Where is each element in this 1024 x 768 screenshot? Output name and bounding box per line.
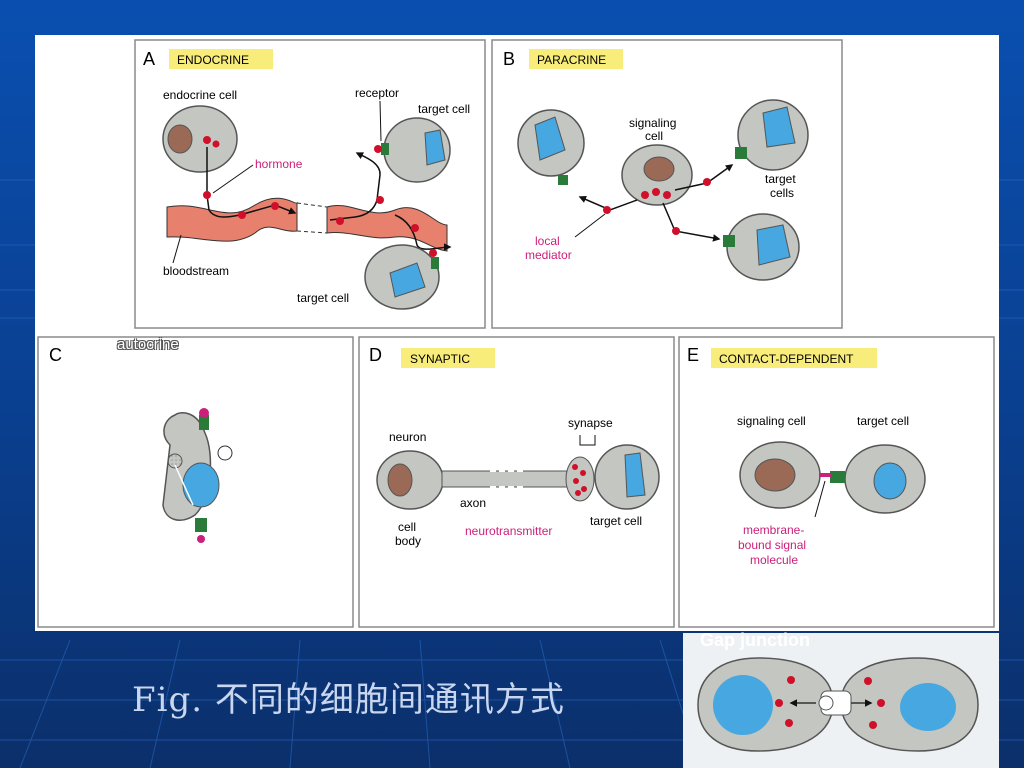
label-cell-body-2: body [395,534,421,548]
autocrine-cell [162,408,233,543]
label-local-mediator-2: mediator [525,248,572,262]
label-cell-body-1: cell [398,520,416,534]
contact-target-cell [819,444,926,514]
label-signaling-cell-2: cell [645,129,663,143]
panel-b-paracrine: B PARACRINE signaling cell target c [491,39,843,329]
panel-a-title: ENDOCRINE [177,53,249,67]
label-endocrine-cell: endocrine cell [163,88,237,102]
label-membrane-1: membrane- [743,523,804,537]
paracrine-target-top-right [735,99,809,171]
contact-signaling-cell [739,441,821,509]
figure-caption: Fig. 不同的细胞间通讯方式 [132,680,565,720]
label-neurotransmitter: neurotransmitter [465,524,552,538]
label-local-mediator-1: local [535,234,560,248]
panel-a-title-highlight [169,49,273,69]
panel-e-title: CONTACT-DEPENDENT [719,352,854,366]
target-cell-bottom [364,244,440,310]
label-membrane-3: molecule [750,553,798,567]
gap-junction-diagram [697,657,979,752]
cell-signaling-figure: A ENDOCRINE endocrine cell bloodstream [37,39,995,628]
label-receptor: receptor [355,86,399,100]
panel-a-letter: A [143,49,155,69]
label-bloodstream: bloodstream [163,264,229,278]
label-neuron: neuron [389,430,426,444]
label-contact-target-cell: target cell [857,414,909,428]
signaling-cell [621,144,693,206]
panel-d-letter: D [369,345,382,365]
panel-d-title: SYNAPTIC [410,352,470,366]
panel-e-title-highlight [711,348,877,368]
panel-e-contact-dependent: E CONTACT-DEPENDENT signaling cell targe… [678,336,995,628]
panel-d-synaptic: D SYNAPTIC neuron synapse axon cell body [358,336,675,628]
target-cell-top [374,117,451,183]
label-target-cell-top: target cell [418,102,470,116]
label-hormone: hormone [255,157,303,171]
panel-e-letter: E [687,345,699,365]
label-membrane-2: bound signal [738,538,806,552]
label-synaptic-target-cell: target cell [590,514,642,528]
panel-c-autocrine: C [37,336,354,628]
panel-c-letter: C [49,345,62,365]
label-axon: axon [460,496,486,510]
label-signaling-cell-1: signaling [629,116,676,130]
gap-junction-panel [683,633,999,768]
autocrine-label: autocrine [117,336,179,353]
label-synapse: synapse [568,416,613,430]
synaptic-target-cell [594,444,660,510]
panel-d-title-highlight [401,348,495,368]
paracrine-target-bottom-right [723,213,800,281]
label-contact-signaling-cell: signaling cell [737,414,806,428]
panel-a-endocrine: A ENDOCRINE endocrine cell bloodstream [134,39,486,329]
gap-junction-title: Gap junction [700,630,810,650]
endocrine-cell [162,105,238,173]
neuron-cell-body [376,450,444,510]
panel-b-title: PARACRINE [537,53,606,67]
label-target-cells-1: target [765,172,796,186]
panel-b-letter: B [503,49,515,69]
panel-b-title-highlight [529,49,623,69]
label-target-cells-2: cells [770,186,794,200]
label-target-cell-bottom: target cell [297,291,349,305]
axon [441,456,595,502]
paracrine-target-left [517,109,585,185]
